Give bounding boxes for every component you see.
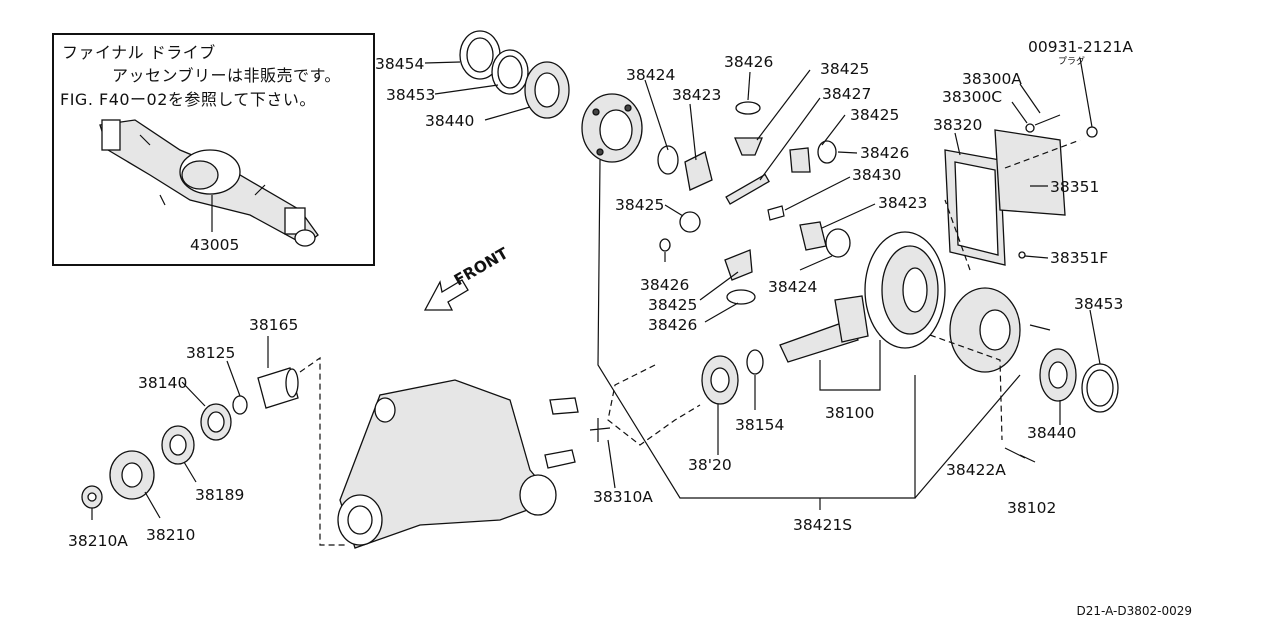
part-38453-label: 38453 — [386, 86, 435, 104]
note-line-3: FIG. F40ー02を参照して下さい。 — [60, 90, 316, 109]
assembly-note-box: ファイナル ドライブ アッセンブリーは非販売です。 FIG. F40ー02を参照… — [52, 33, 375, 266]
assembly-label: 43005 — [190, 236, 239, 254]
part-38421s-label: 38421S — [793, 516, 852, 534]
part-38440-label: 38440 — [425, 112, 474, 130]
part-38440-label: 38440 — [1027, 424, 1076, 442]
part-38100-label: 38100 — [825, 404, 874, 422]
part-38426-label: 38426 — [640, 276, 689, 294]
part-38320-label: 38320 — [933, 116, 982, 134]
spider-gear-cluster — [657, 101, 851, 305]
differential-right-case — [949, 287, 1119, 463]
plug-label: プラグ — [1058, 55, 1085, 67]
part-38140-label: 38140 — [138, 374, 187, 392]
part-38351f-label: 38351F — [1050, 249, 1108, 267]
part-38423-label: 38423 — [672, 86, 721, 104]
part-38425-label: 38425 — [615, 196, 664, 214]
companion-flange-parts — [81, 367, 299, 509]
leader-lines — [91, 57, 1101, 520]
part-38125-label: 38125 — [186, 344, 235, 362]
part-38424-label: 38424 — [626, 66, 675, 84]
rear-cover-assembly — [944, 114, 1098, 266]
part-38453-label: 38453 — [1074, 295, 1123, 313]
part-00931-2121a-label: 00931-2121A — [1028, 38, 1133, 56]
part-38425-label: 38425 — [850, 106, 899, 124]
part-38424-label: 38424 — [768, 278, 817, 296]
axle-assembly-sketch — [99, 119, 319, 247]
part-38310a-label: 38310A — [593, 488, 653, 506]
part-38102-label: 38102 — [1007, 499, 1056, 517]
part-38351-label: 38351 — [1050, 178, 1099, 196]
part-38300c-label: 38300C — [942, 88, 1002, 106]
pinion-bearing — [701, 349, 764, 405]
part-38425-label: 38425 — [648, 296, 697, 314]
part-38154-label: 38154 — [735, 416, 784, 434]
part-38427-label: 38427 — [822, 85, 871, 103]
part-38300a-label: 38300A — [962, 70, 1022, 88]
part-38422a-label: 38422A — [946, 461, 1006, 479]
part-38120-label: 38'20 — [688, 456, 732, 474]
part-38423-label: 38423 — [878, 194, 927, 212]
ring-gear — [864, 231, 946, 349]
front-arrow: FRONT — [423, 244, 512, 311]
drive-pinion — [779, 295, 869, 363]
part-38426-label: 38426 — [648, 316, 697, 334]
front-label: FRONT — [451, 244, 512, 289]
part-38189-label: 38189 — [195, 486, 244, 504]
note-line-1: ファイナル ドライブ — [62, 43, 216, 62]
differential-case — [581, 93, 643, 163]
side-bearing-stack — [459, 30, 570, 119]
part-38210-label: 38210 — [146, 526, 195, 544]
part-labels: 38454 38453 38440 38424 38423 38426 3842… — [68, 38, 1133, 550]
part-38430-label: 38430 — [852, 166, 901, 184]
part-38425-label: 38425 — [820, 60, 869, 78]
part-38210a-label: 38210A — [68, 532, 128, 550]
part-38454-label: 38454 — [375, 55, 424, 73]
note-line-2: アッセンブリーは非販売です。 — [112, 66, 341, 85]
drawing-code: D21-A-D3802-0029 — [1076, 604, 1193, 618]
carrier-housing — [337, 379, 611, 549]
assembly-dashed-lines — [299, 139, 1081, 546]
part-38426-label: 38426 — [860, 144, 909, 162]
part-38165-label: 38165 — [249, 316, 298, 334]
part-38426-label: 38426 — [724, 53, 773, 71]
